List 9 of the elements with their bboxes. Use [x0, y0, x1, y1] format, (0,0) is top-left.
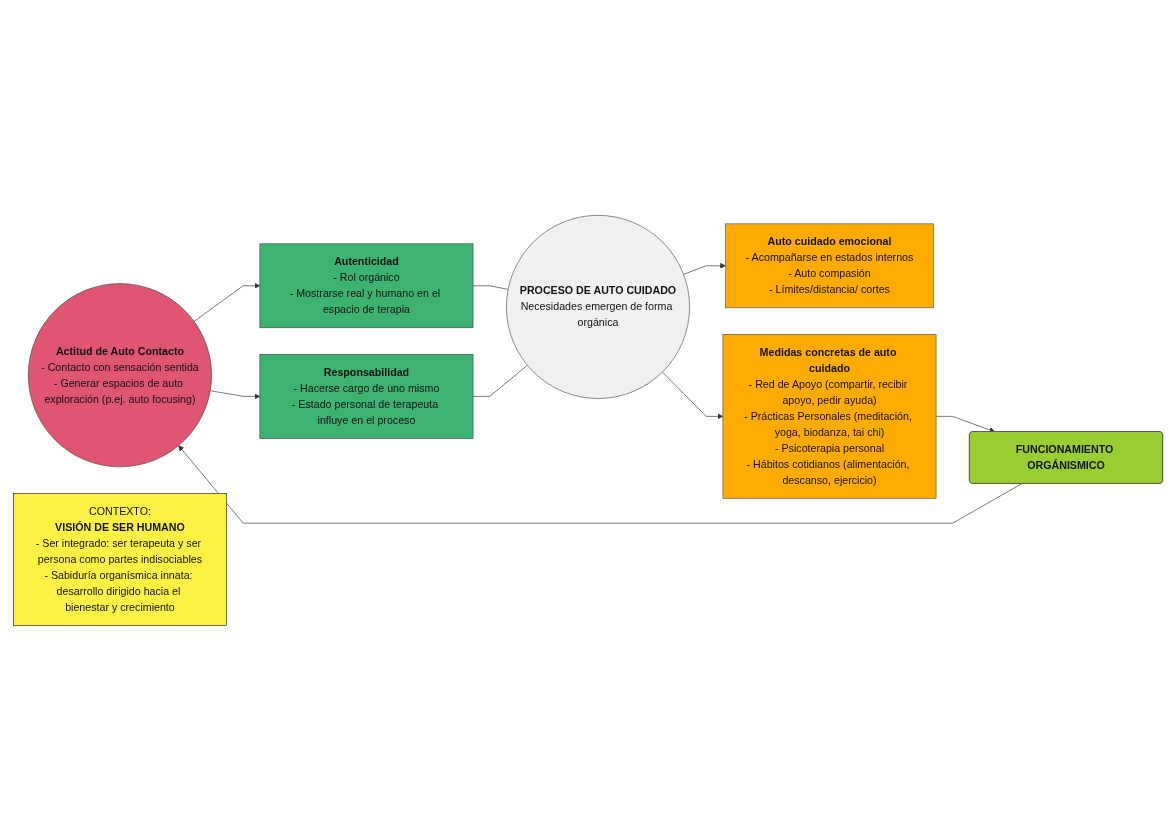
connector — [472, 285, 509, 290]
node-box: Autenticidad - Rol orgánico - Mostrarse real y humano en el espacio de terapia — [259, 243, 474, 328]
node-circle: Actitud de Auto Contacto - Contacto con sensación sentida - Generar espacios de auto exploración (p.ej. auto focusing) — [28, 282, 212, 467]
node-box: Responsabilidad - Hacerse cargo de uno mismo - Estado personal de terapeuta influye en el proceso — [259, 353, 474, 439]
node-box: CONTEXTO: VISIÓN DE SER HUMANO - Ser integrado: ser terapeuta y ser persona como partes indisociables - Sabiduría organísmica innata: desarrollo dirigido hacia el bienestar y crecimiento — [13, 492, 227, 626]
node-box: Medidas concretas de auto cuidado - Red de Apoyo (compartir, recibir apoyo, pedir ayuda) - Prácticas Personales (meditación, yoga, biodanza, tai chi) - Psicoterapia personal - Hábitos cotidianos (alimentación, descanso, ejercicio) — [722, 333, 937, 499]
node-circle: PROCESO DE AUTO CUIDADO Necesidades emergen de forma orgánica — [506, 214, 690, 399]
connector — [472, 364, 528, 397]
node-box: Auto cuidado emocional - Acompañarse en estados internos - Auto compasión - Límites/distancia/ cortes — [725, 223, 934, 308]
